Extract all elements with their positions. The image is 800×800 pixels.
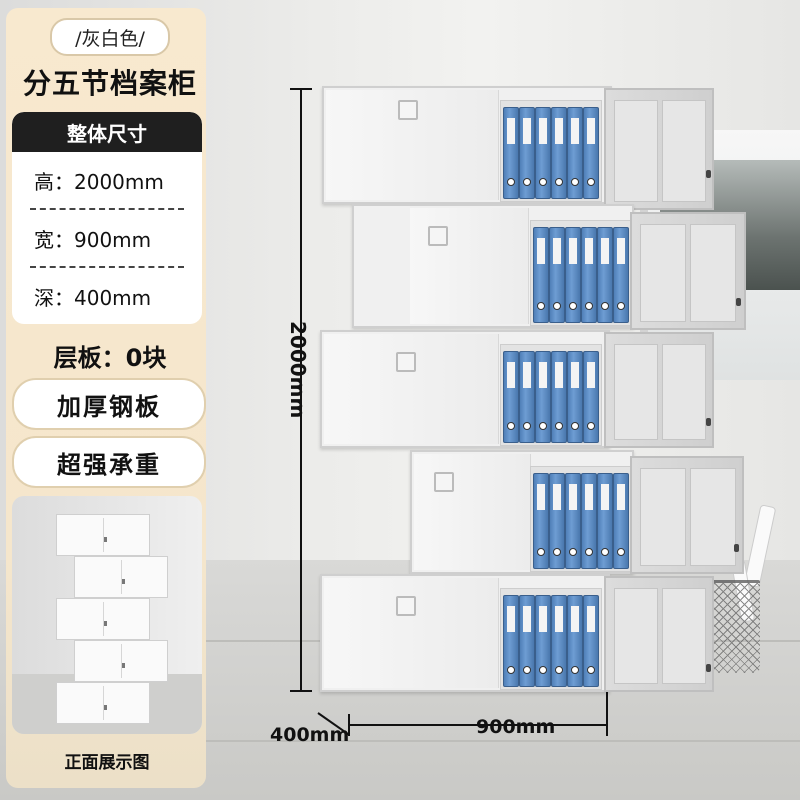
open-door bbox=[604, 332, 714, 448]
cabinet-section-3 bbox=[320, 330, 610, 448]
floor-seam bbox=[200, 740, 800, 742]
spec-row-height: 高：2000mm bbox=[34, 169, 164, 194]
width-label: 900mm bbox=[476, 716, 556, 738]
closed-door bbox=[410, 208, 529, 324]
cabinet-section-2 bbox=[352, 204, 634, 328]
height-label: 2000mm bbox=[286, 321, 310, 419]
thumb-cabinet bbox=[56, 514, 150, 556]
open-door bbox=[630, 212, 746, 330]
spec-row-width: 宽：900mm bbox=[34, 227, 152, 252]
handle-icon bbox=[396, 352, 416, 372]
feature-load-bearing: 超强承重 bbox=[12, 436, 206, 488]
feature-thick-steel: 加厚钢板 bbox=[12, 378, 206, 430]
handle-icon bbox=[396, 596, 416, 616]
thumb-cabinet bbox=[56, 682, 150, 724]
cabinet-interior bbox=[500, 588, 602, 690]
front-view-thumbnail bbox=[12, 496, 202, 734]
lock-icon bbox=[734, 544, 739, 552]
cabinet-interior bbox=[530, 220, 632, 326]
cabinet-interior bbox=[500, 100, 602, 202]
cabinet-interior bbox=[500, 344, 602, 446]
thumbnail-caption: 正面展示图 bbox=[64, 753, 150, 773]
cabinet-interior bbox=[530, 466, 632, 572]
lock-icon bbox=[706, 664, 711, 672]
lock-icon bbox=[706, 170, 711, 178]
open-door bbox=[604, 576, 714, 692]
thumb-cabinet bbox=[74, 640, 168, 682]
closed-door bbox=[324, 578, 499, 688]
color-label: /灰白色/ bbox=[50, 18, 170, 56]
cabinet-section-4 bbox=[410, 450, 634, 574]
open-door bbox=[630, 456, 744, 574]
cabinet-section-5 bbox=[320, 574, 610, 692]
dimension-spec-card: 整体尺寸 高：2000mm 宽：900mm 深：400mm bbox=[12, 112, 202, 324]
handle-icon bbox=[428, 226, 448, 246]
product-title: 分五节档案柜 bbox=[22, 67, 197, 100]
divider bbox=[30, 266, 184, 268]
spec-header: 整体尺寸 bbox=[12, 112, 202, 152]
closed-door bbox=[326, 90, 499, 200]
dimension-arrow-icon bbox=[348, 714, 350, 736]
handle-icon bbox=[398, 100, 418, 120]
closed-door bbox=[324, 334, 499, 444]
divider bbox=[30, 208, 184, 210]
dimension-arrow-icon bbox=[606, 692, 608, 736]
lock-icon bbox=[706, 418, 711, 426]
shelf-count: 层板：0块 bbox=[53, 344, 167, 372]
spec-row-depth: 深：400mm bbox=[34, 285, 152, 310]
handle-icon bbox=[434, 472, 454, 492]
thumb-cabinet bbox=[74, 556, 168, 598]
open-door bbox=[604, 88, 714, 210]
wire-basket bbox=[712, 580, 760, 673]
dimension-arrow-icon bbox=[290, 690, 312, 692]
lock-icon bbox=[736, 298, 741, 306]
dimension-arrow-icon bbox=[290, 88, 312, 90]
thumb-cabinet bbox=[56, 598, 150, 640]
width-dimension-line bbox=[348, 724, 608, 726]
height-dimension-line bbox=[300, 88, 302, 692]
closed-door bbox=[414, 454, 531, 570]
depth-label: 400mm bbox=[270, 724, 350, 746]
cabinet-section-1 bbox=[322, 86, 612, 204]
